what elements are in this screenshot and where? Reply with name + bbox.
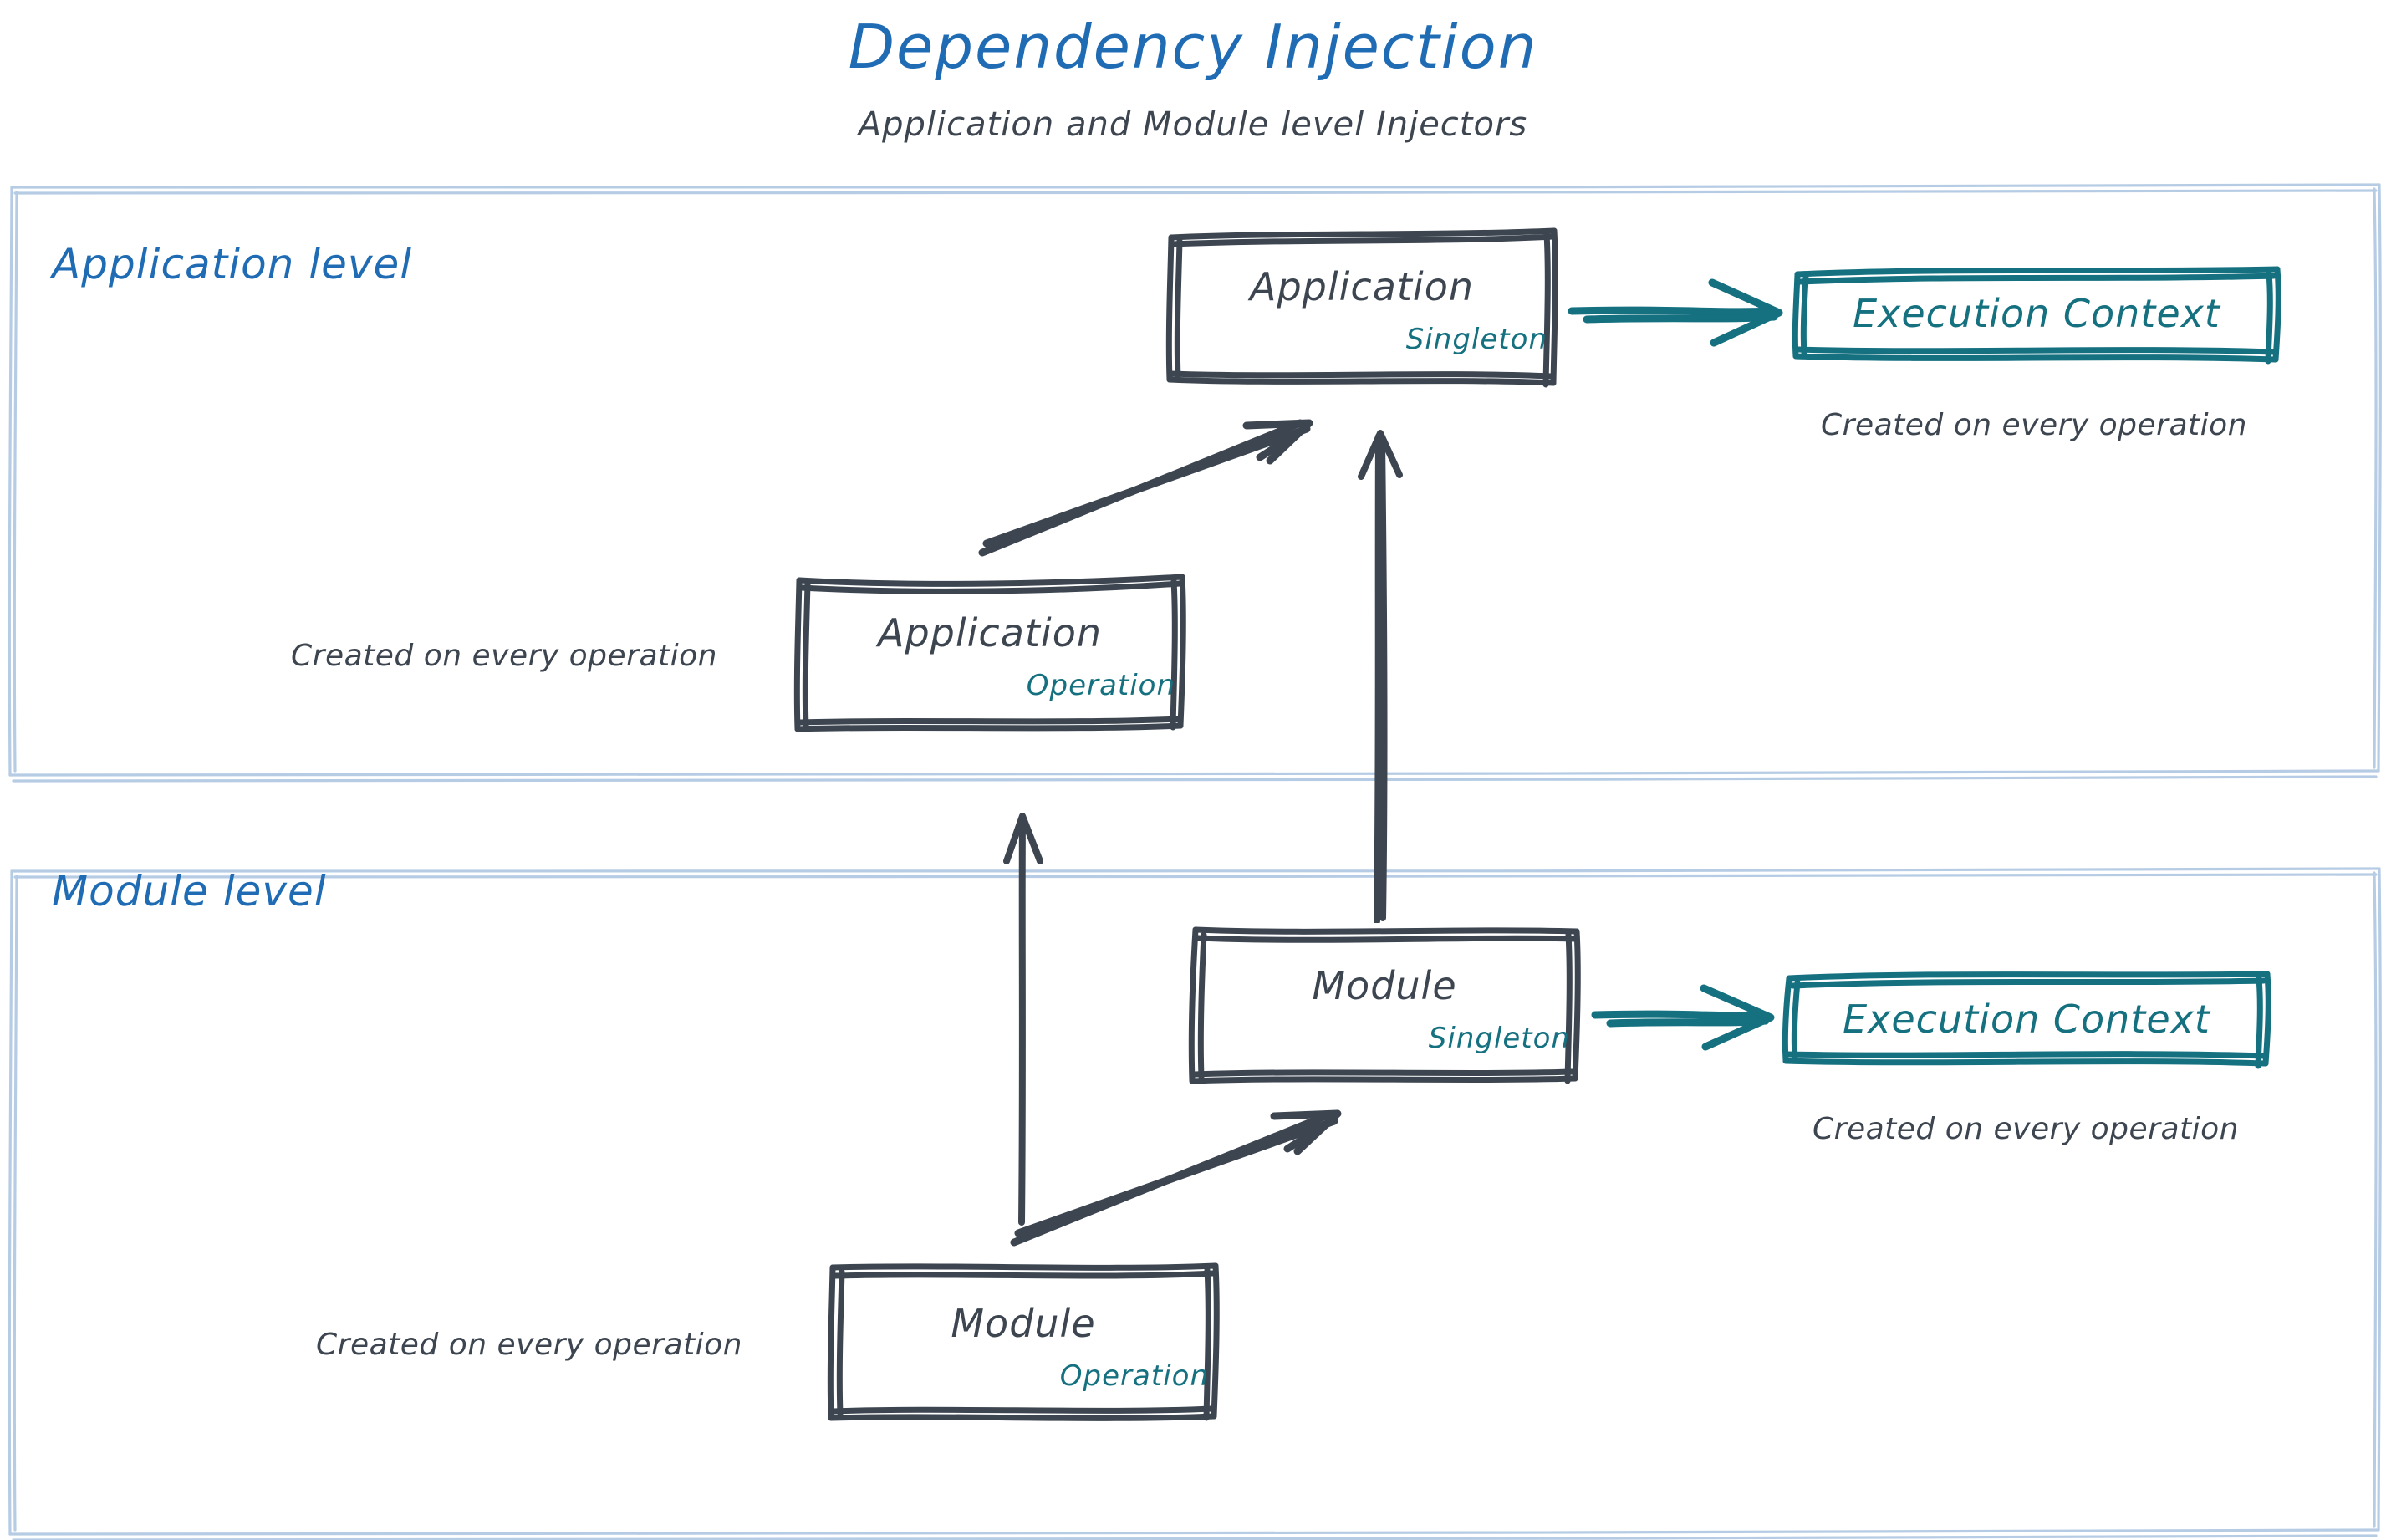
node-module-singleton[interactable]: Module Singleton [1187,923,1582,1085]
node-title: Application [1249,264,1475,309]
edge-mod-singleton-to-execution-context [1591,984,1775,1051]
node-scope-badge: Singleton [1405,323,1547,356]
node-module-operation[interactable]: Module Operation [826,1261,1221,1423]
page-title: Dependency Injection [848,12,1538,82]
node-frame [1188,926,1581,1084]
node-title: Application [877,610,1103,655]
panel-label-application-level: Application level [52,240,413,288]
node-title: Execution Context [1843,997,2210,1042]
node-title: Module [1312,963,1457,1008]
node-scope-badge: Operation [1059,1359,1209,1393]
edge-mod-operation-to-app-operation [1003,813,1043,1226]
edge-app-operation-to-app-singleton [978,419,1313,557]
node-application-operation[interactable]: Application Operation [793,570,1187,732]
note-application-operation: Created on every operation [291,639,717,673]
node-execution-context-application[interactable]: Execution Context [1791,266,2282,365]
node-scope-badge: Operation [1026,669,1175,702]
node-frame [793,574,1186,732]
node-scope-badge: Singleton [1428,1022,1570,1055]
node-frame [1165,227,1558,388]
node-execution-context-module[interactable]: Execution Context [1781,971,2272,1070]
edge-app-singleton-to-execution-context [1568,278,1783,347]
edge-mod-singleton-to-app-singleton [1358,430,1403,925]
note-execution-context-application: Created on every operation [1821,408,2247,442]
panel-label-module-level: Module level [52,867,327,915]
note-module-operation: Created on every operation [316,1328,742,1362]
node-frame [1792,266,2281,365]
edge-mod-operation-to-mod-singleton [1010,1109,1342,1247]
node-title: Execution Context [1853,291,2220,336]
node-title: Module [951,1301,1096,1346]
node-application-singleton[interactable]: Application Singleton [1165,226,1559,388]
page-subtitle: Application and Module level Injectors [858,105,1528,144]
node-frame [1782,971,2271,1069]
node-frame [827,1262,1220,1421]
note-execution-context-module: Created on every operation [1812,1112,2239,1146]
